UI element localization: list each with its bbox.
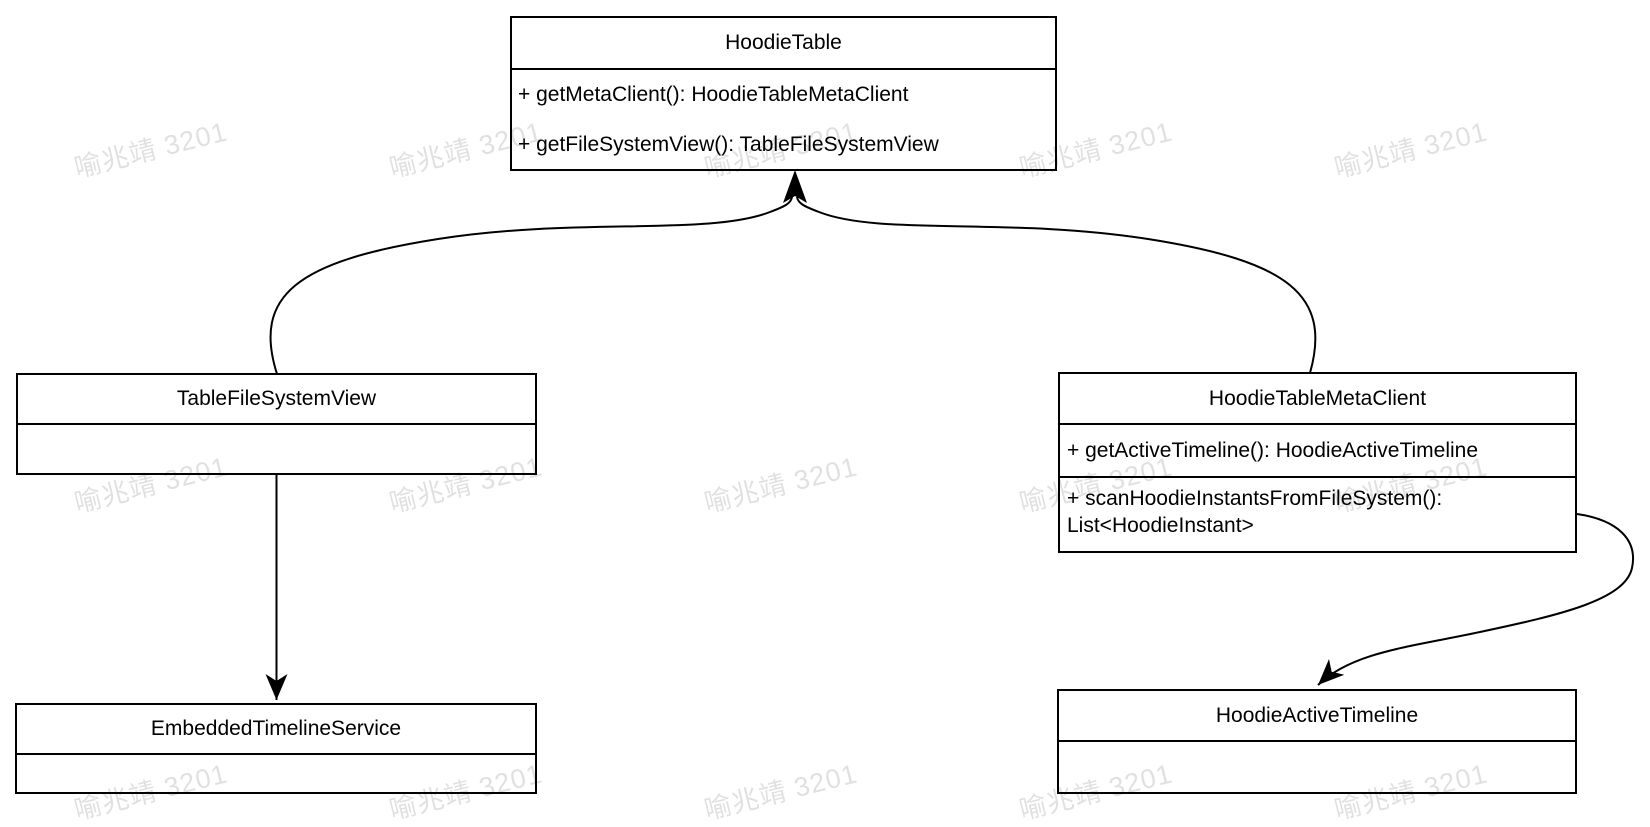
- method-getmetaclient: + getMetaClient(): HoodieTableMetaClient: [518, 83, 909, 106]
- class-body-empty: [17, 755, 535, 792]
- class-box-embeddedtimelineservice: EmbeddedTimelineService: [15, 703, 537, 794]
- class-title-hoodieactivetimeline: HoodieActiveTimeline: [1059, 691, 1575, 742]
- arrow-hoodietablemetaclient-to-hoodietable: [796, 196, 1317, 374]
- class-body-empty: [1059, 742, 1575, 792]
- method-getactivetimeline: + getActiveTimeline(): HoodieActiveTimel…: [1060, 425, 1575, 478]
- class-title-embeddedtimelineservice: EmbeddedTimelineService: [17, 705, 535, 755]
- class-methods-hoodietable: + getMetaClient(): HoodieTableMetaClient…: [512, 70, 1055, 170]
- class-body-empty: [18, 425, 535, 473]
- class-box-hoodieactivetimeline: HoodieActiveTimeline: [1057, 689, 1577, 794]
- watermark-text: 喻兆靖 3201: [71, 116, 231, 184]
- class-box-hoodietablemetaclient: HoodieTableMetaClient + getActiveTimelin…: [1058, 372, 1577, 553]
- arrow-tablefilesystemview-to-hoodietable: [269, 196, 793, 375]
- watermark-text: 喻兆靖 3201: [701, 758, 861, 826]
- method-scanhoodieinstants: + scanHoodieInstantsFromFileSystem(): Li…: [1067, 487, 1443, 537]
- method-getfilesystemview: + getFileSystemView(): TableFileSystemVi…: [518, 133, 939, 156]
- class-box-tablefilesystemview: TableFileSystemView: [16, 373, 537, 475]
- watermark-text: 喻兆靖 3201: [1331, 116, 1491, 184]
- class-box-hoodietable: HoodieTable + getMetaClient(): HoodieTab…: [510, 16, 1057, 171]
- class-title-hoodietable: HoodieTable: [512, 18, 1055, 70]
- class-title-tablefilesystemview: TableFileSystemView: [18, 375, 535, 425]
- watermark-text: 喻兆靖 3201: [701, 451, 861, 519]
- class-title-hoodietablemetaclient: HoodieTableMetaClient: [1060, 374, 1575, 425]
- arrowhead-up-hoodietable: [783, 170, 807, 203]
